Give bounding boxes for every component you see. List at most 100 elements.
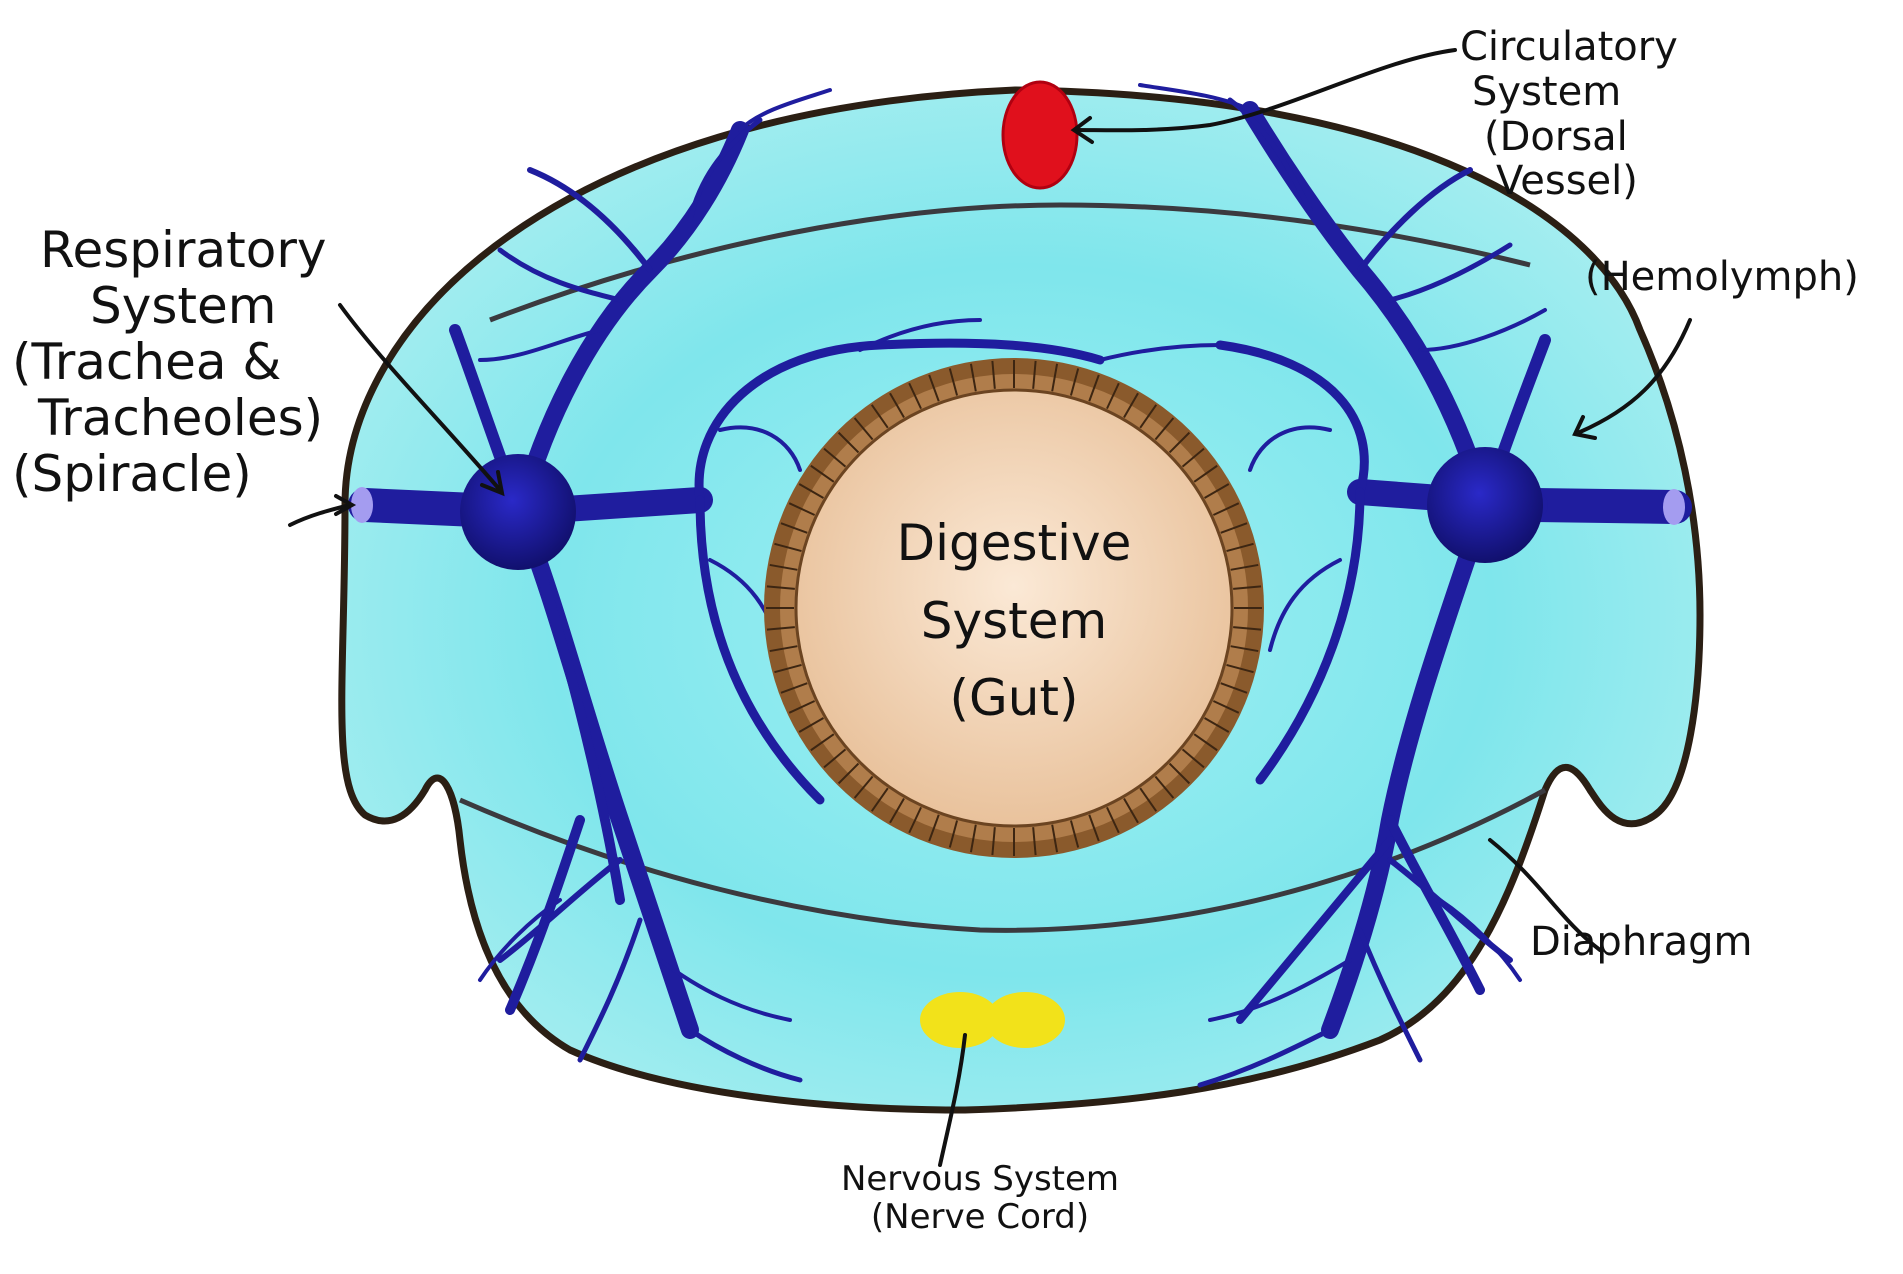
gut-tick [788,502,816,516]
gut-tick [823,748,847,769]
gut-tick [1181,447,1205,468]
gut-tick [1123,392,1139,418]
respiratory-line-1: Respiratory [40,221,327,279]
gut-tick [969,363,977,392]
respiratory-line-2: System [90,277,277,335]
circulatory-line-4: Vessel) [1496,158,1638,205]
circulatory-arrow [1073,48,1457,133]
nervous-label: Nervous System (Nerve Cord) [800,1160,1160,1236]
gut-tick [1139,404,1158,429]
gut-tick [1069,820,1080,848]
gut-tick [853,417,874,441]
right-spiracle [1663,489,1685,525]
spiracle-arrow [288,503,352,527]
gut-tick [1226,542,1254,553]
gut-tick [1230,645,1259,653]
nervous-line-2: (Nerve Cord) [870,1197,1090,1238]
gut-tick [810,733,835,752]
gut-tick [1212,502,1240,516]
gut-tick [774,542,802,553]
gut-tick [1193,733,1218,752]
gut-tick [991,360,996,389]
gut-tick [1193,464,1218,483]
gut-lumen [794,388,1234,828]
gut-tick [948,368,959,396]
gut-tick [1106,806,1120,834]
gut-tick [1168,431,1191,454]
gut-tick [908,382,922,410]
digestive-line-2: System [920,591,1108,650]
nervous-leader [938,1033,967,1167]
gut-tick [798,483,824,499]
digestive-label: Digestive System (Gut) [864,505,1164,738]
circulatory-line-3: (Dorsal [1484,113,1628,160]
gut-tick [1154,417,1175,441]
right-trachea-node [1427,447,1543,563]
gut-tick [837,762,860,785]
gut-tick [1139,787,1158,812]
dorsal-vessel [1001,80,1079,190]
gut-tick [837,431,860,454]
gut-tick [1233,585,1262,590]
nerve-ganglion-icon [920,992,1065,1048]
gut-tick [1220,682,1248,694]
gut-tick [1212,700,1240,714]
respiratory-arrow [338,303,502,492]
digestive-line-1: Digestive [896,514,1132,572]
gut-tick [1123,798,1139,824]
diaphragm-leader [1488,838,1602,952]
gut-tick [769,563,798,571]
circulatory-arrowhead [1070,116,1094,144]
gut-tick [1106,382,1120,410]
respiratory-line-4: Tracheoles) [38,389,324,447]
digestive-line-3: (Gut) [949,669,1079,727]
gut-tick [1051,363,1059,392]
gut-tick [1051,824,1059,853]
gut-tick [1230,563,1259,571]
gut-tick [788,700,816,714]
gut-tick [798,717,824,733]
gut-tick [1088,814,1100,842]
gut-tick [769,645,798,653]
gut-tick [1168,762,1191,785]
hemolymph-arrowhead [1572,415,1597,440]
respiratory-arrowhead [480,470,505,497]
gut-tick [889,798,905,824]
gut-tick [1204,483,1230,499]
hemolymph-arrow [1578,318,1692,434]
gut-tick [780,522,808,534]
gut-tick [810,464,835,483]
circulatory-label: Circulatory System (Dorsal Vessel) [1460,25,1678,204]
circulatory-line-2: System [1472,68,1622,115]
gut-tick [1204,717,1230,733]
circulatory-line-1: Circulatory [1460,24,1678,70]
gut-tick [928,814,940,842]
gut-tick [1233,626,1262,631]
gut-tick [766,585,795,590]
gut-tick [1088,374,1100,402]
gut-tick [780,682,808,694]
gut-tick [1226,663,1254,674]
respiratory-label: Respiratory System (Trachea & Tracheoles… [12,222,326,502]
gut-tick [774,663,802,674]
gut-tick [870,404,889,429]
left-trachea-node [460,454,576,570]
gut-tick [908,806,922,834]
gut-tick [969,824,977,853]
gut-tick [766,626,795,631]
left-spiracle [351,487,373,523]
gut-tick [1154,775,1175,799]
gut-tick [1032,360,1037,389]
trachea-branch-icon [348,83,1692,1088]
gut-tick [1032,827,1037,856]
spiracle-arrowhead [334,494,357,516]
gut-tick [889,392,905,418]
respiratory-line-3: (Trachea & [12,333,282,391]
gut-tick [823,447,847,468]
gut-tick [1181,748,1205,769]
diaphragm-label: Diaphragm [1530,919,1753,965]
gut-wall-ticks [766,360,1262,856]
gut-tick [870,787,889,812]
